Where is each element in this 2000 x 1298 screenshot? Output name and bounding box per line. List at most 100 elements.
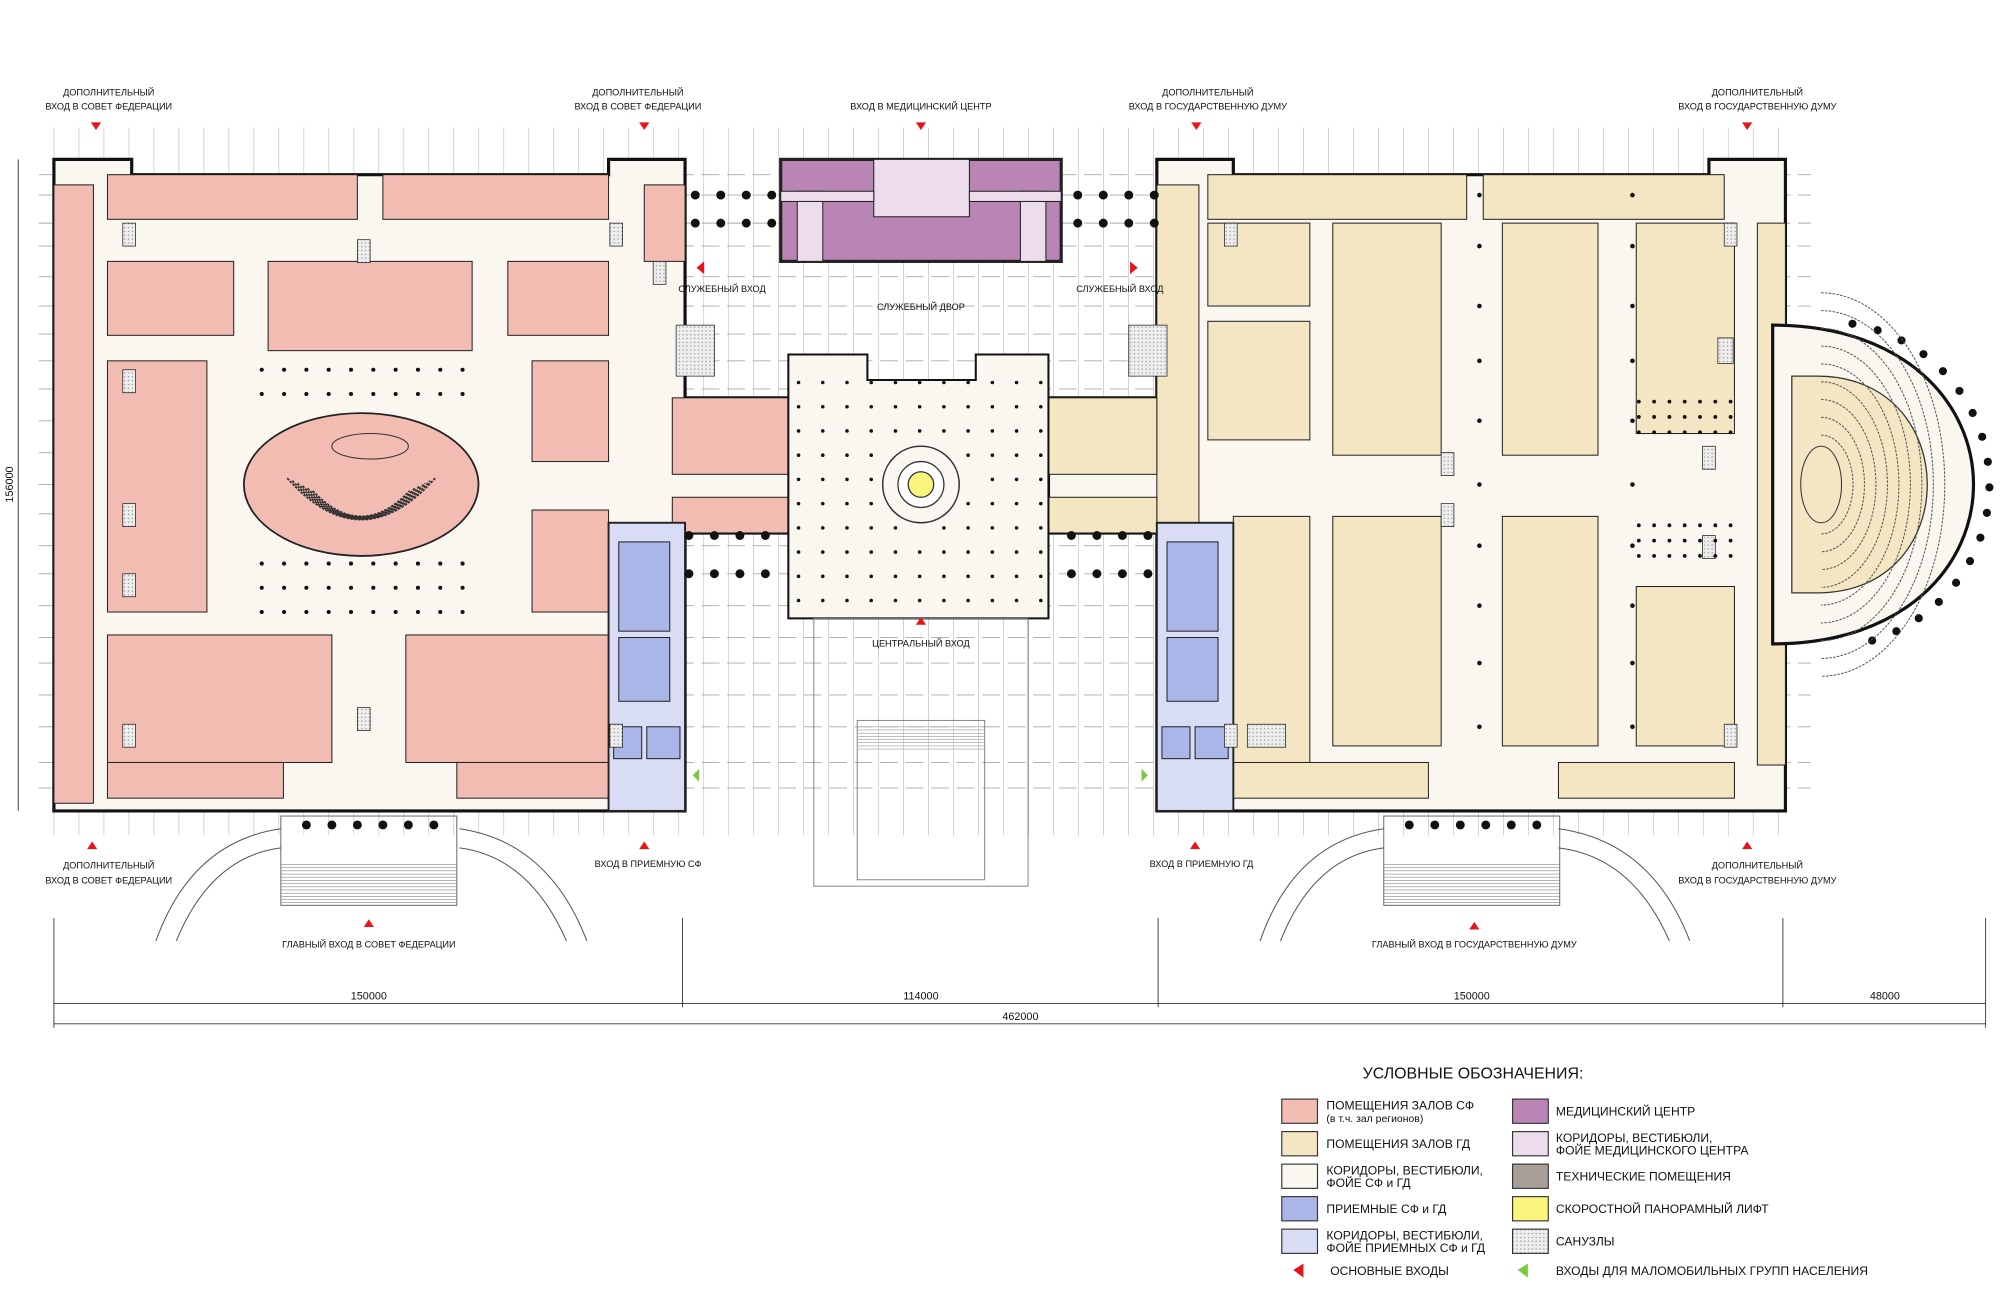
column xyxy=(690,218,700,228)
column xyxy=(1430,820,1440,830)
column xyxy=(1682,523,1687,528)
column xyxy=(966,404,970,409)
gd-hall-room xyxy=(1501,515,1599,747)
column xyxy=(1965,557,1975,566)
sanitary-stair-core xyxy=(122,503,136,527)
dim-seg1: 150000 xyxy=(351,991,387,1003)
column xyxy=(845,477,849,482)
column xyxy=(1713,538,1718,543)
label-top-sf-left-2: ВХОД В СОВЕТ ФЕДЕРАЦИИ xyxy=(45,102,172,112)
column xyxy=(415,367,420,372)
legend-label: ТЕХНИЧЕСКИЕ ПОМЕЩЕНИЯ xyxy=(1556,1170,1731,1184)
column xyxy=(403,820,413,830)
column xyxy=(415,391,420,397)
ramp-arc xyxy=(1558,828,1691,942)
column xyxy=(1092,569,1102,579)
legend-swatch xyxy=(1511,1131,1549,1157)
column xyxy=(371,609,376,615)
medical-corridor xyxy=(780,190,875,202)
legend-label: ПРИЕМНЫЕ СФ и ГД xyxy=(1326,1202,1446,1216)
legend-swatch xyxy=(1511,1196,1549,1222)
column xyxy=(942,429,946,433)
entrance-arrow-icon xyxy=(915,122,927,131)
column xyxy=(990,404,995,409)
column xyxy=(1934,597,1943,606)
column xyxy=(1630,482,1635,487)
seat-row xyxy=(1821,327,1923,642)
label-bottom-sf-2: ВХОД В СОВЕТ ФЕДЕРАЦИИ xyxy=(45,876,172,886)
column xyxy=(1667,554,1672,558)
column xyxy=(1124,190,1134,200)
column xyxy=(869,550,874,554)
column xyxy=(1636,523,1641,528)
main-stair xyxy=(1383,815,1561,906)
service-stair xyxy=(675,324,715,377)
column xyxy=(990,574,995,579)
column xyxy=(1698,538,1702,543)
sf-hall-room xyxy=(106,634,333,763)
column xyxy=(966,501,970,506)
column xyxy=(1652,538,1657,543)
sf-hall-room xyxy=(531,360,610,463)
column xyxy=(1014,574,1019,579)
column xyxy=(1455,820,1465,830)
amphitheatre-seating xyxy=(1791,375,1928,594)
column xyxy=(716,190,726,200)
column xyxy=(1630,724,1635,730)
column xyxy=(709,531,719,540)
column xyxy=(1630,243,1635,249)
column xyxy=(1667,415,1672,419)
gd-hall-room xyxy=(1501,222,1599,456)
column xyxy=(415,585,420,590)
sf-hall-room xyxy=(53,184,94,804)
column xyxy=(845,380,849,385)
column xyxy=(1039,574,1043,579)
column xyxy=(869,453,874,457)
column xyxy=(796,526,801,530)
column xyxy=(796,501,801,506)
legend-label: ПОМЕЩЕНИЯ ЗАЛОВ СФ xyxy=(1326,1098,1474,1112)
column xyxy=(1014,501,1019,506)
column xyxy=(1652,430,1657,435)
column xyxy=(1477,543,1482,549)
column xyxy=(735,531,745,540)
hall-presidium xyxy=(331,433,409,460)
column xyxy=(966,574,970,579)
column xyxy=(869,574,874,579)
column xyxy=(1477,660,1482,666)
seat-row xyxy=(301,485,421,519)
column xyxy=(966,526,970,530)
legend-sublabel: ФОЙЕ ПРИЕМНЫХ СФ и ГД xyxy=(1326,1240,1485,1255)
ramp-arc xyxy=(459,828,588,942)
sanitary-stair-core xyxy=(1440,503,1455,527)
column xyxy=(1477,724,1482,730)
legend-swatch xyxy=(1281,1098,1319,1124)
column xyxy=(1652,523,1657,528)
column xyxy=(869,380,874,385)
sf-hall-room xyxy=(106,260,235,336)
column xyxy=(378,820,388,830)
column xyxy=(1014,598,1019,603)
column xyxy=(820,380,825,385)
column xyxy=(1477,303,1482,309)
column xyxy=(709,569,719,579)
column xyxy=(966,453,970,457)
central-stair-frame xyxy=(813,617,1029,887)
column xyxy=(1014,453,1019,457)
column xyxy=(917,380,922,385)
column xyxy=(1404,820,1414,830)
entrance-markers xyxy=(87,122,1753,930)
column xyxy=(1713,430,1718,435)
column xyxy=(893,380,898,385)
sf-hall-room xyxy=(382,174,610,220)
column xyxy=(1073,190,1083,200)
column xyxy=(990,380,995,385)
column xyxy=(1014,429,1019,433)
column xyxy=(1713,399,1718,404)
sanitary-stair-core xyxy=(1440,452,1455,476)
column xyxy=(1938,367,1947,376)
label-service-right: СЛУЖЕБНЫЙ ВХОД xyxy=(1076,283,1164,294)
column xyxy=(438,367,443,372)
sf-hall-room xyxy=(106,174,358,220)
column xyxy=(1682,538,1687,543)
